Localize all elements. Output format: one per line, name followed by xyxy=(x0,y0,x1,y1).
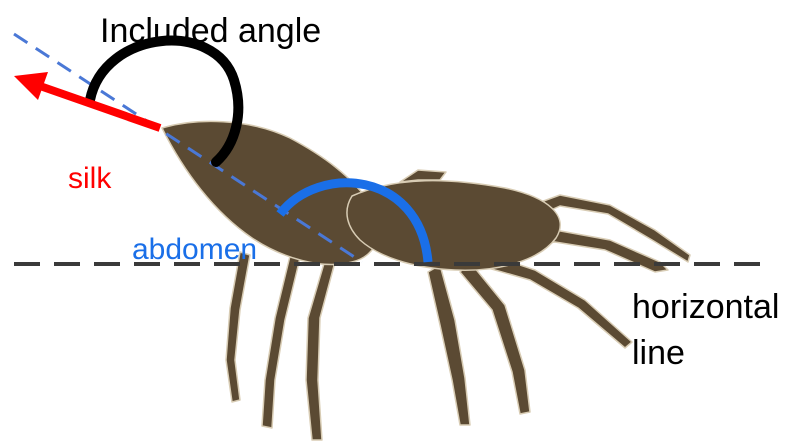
abdomen-axis-line xyxy=(14,34,362,262)
horizontal-label: horizontal xyxy=(632,290,779,324)
horizontal-line-label: line xyxy=(632,336,685,370)
arrow-left-icon xyxy=(14,72,48,100)
abdomen-label: abdomen xyxy=(132,235,257,265)
silk-arrow xyxy=(40,86,160,128)
spider-icon xyxy=(162,121,690,440)
silk-label: silk xyxy=(68,164,111,194)
included-angle-label: Included angle xyxy=(100,14,321,48)
